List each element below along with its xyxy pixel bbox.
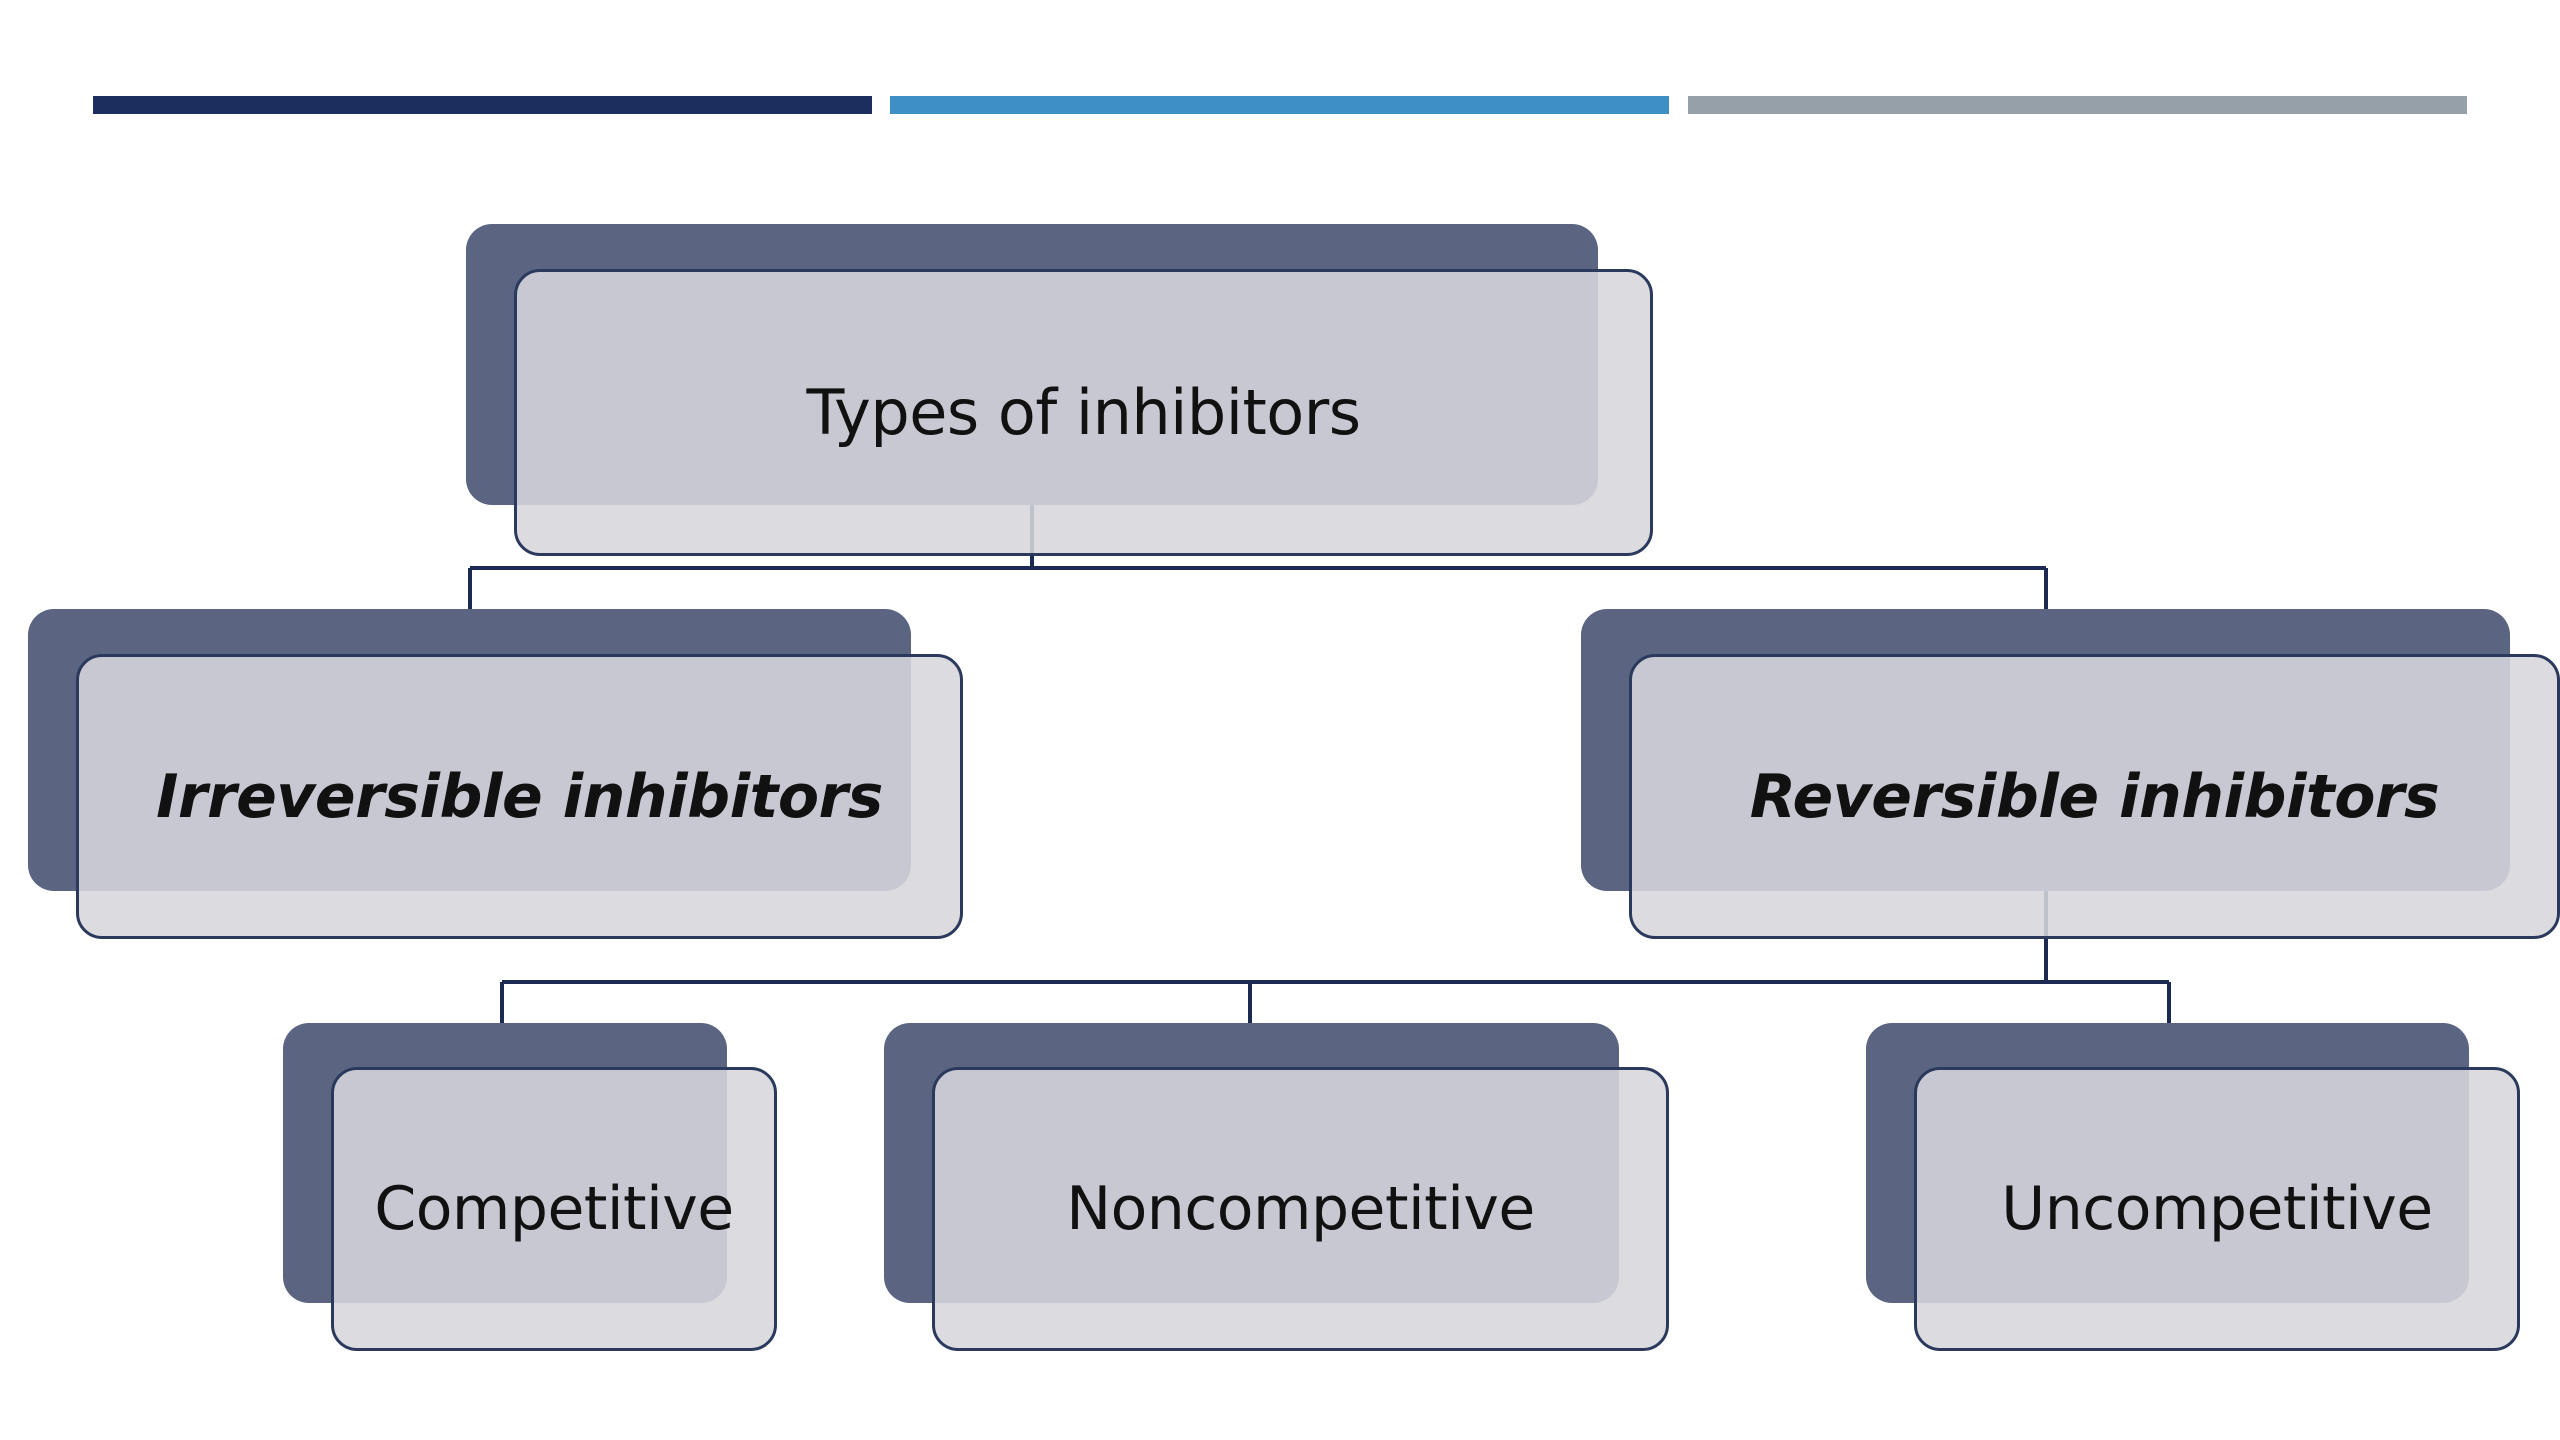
- node-reversible-inhibitors: Reversible inhibitors: [1581, 609, 2560, 939]
- node-label-irreversible-inhibitors: Irreversible inhibitors: [156, 761, 883, 832]
- node-card: Reversible inhibitors: [1629, 654, 2560, 939]
- node-label-types-of-inhibitors: Types of inhibitors: [806, 376, 1361, 449]
- node-card: Types of inhibitors: [514, 269, 1653, 556]
- header-bar-gray: [1688, 96, 2467, 114]
- node-label-uncompetitive: Uncompetitive: [2001, 1174, 2433, 1244]
- node-noncompetitive: Noncompetitive: [884, 1023, 1669, 1351]
- node-card: Irreversible inhibitors: [76, 654, 963, 939]
- node-types-of-inhibitors: Types of inhibitors: [466, 224, 1653, 556]
- node-label-noncompetitive: Noncompetitive: [1066, 1174, 1535, 1244]
- node-competitive: Competitive: [283, 1023, 777, 1351]
- node-irreversible-inhibitors: Irreversible inhibitors: [28, 609, 963, 939]
- header-bar-blue: [890, 96, 1669, 114]
- node-card: Noncompetitive: [932, 1067, 1669, 1351]
- node-label-reversible-inhibitors: Reversible inhibitors: [1749, 761, 2440, 832]
- node-card: Competitive: [331, 1067, 777, 1351]
- node-uncompetitive: Uncompetitive: [1866, 1023, 2520, 1351]
- header-bar-navy: [93, 96, 872, 114]
- node-label-competitive: Competitive: [374, 1174, 734, 1244]
- node-card: Uncompetitive: [1914, 1067, 2520, 1351]
